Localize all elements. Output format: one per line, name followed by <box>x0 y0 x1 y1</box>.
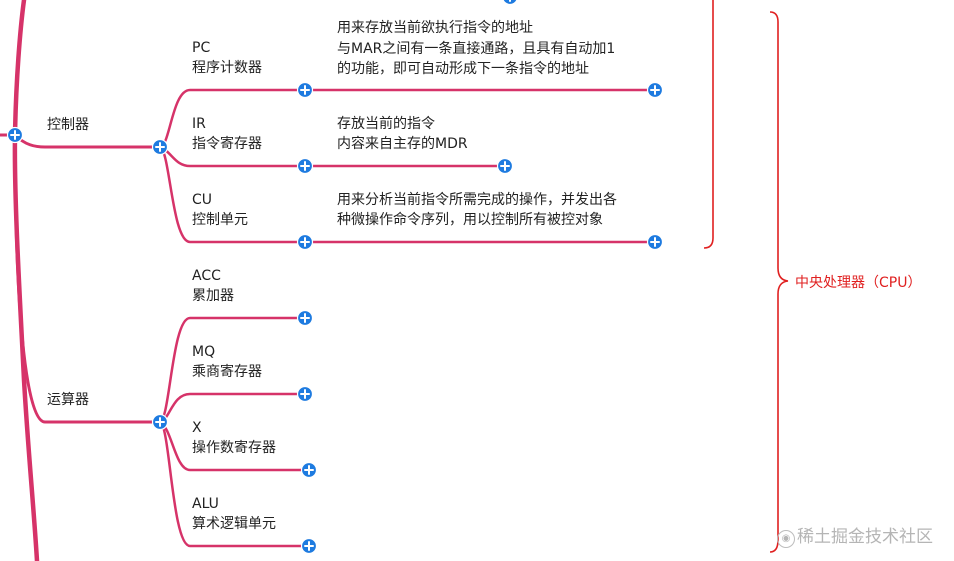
controller-expand-button[interactable] <box>151 138 169 156</box>
ir-name: 指令寄存器 <box>192 136 262 152</box>
plus-glyph <box>300 313 310 323</box>
cu-expand-button[interactable] <box>296 233 314 251</box>
watermark-text: 稀土掘金技术社区 <box>797 527 933 547</box>
branch-root-controller <box>13 133 162 149</box>
mq-abbr: MQ <box>192 344 216 360</box>
acc-expand-button[interactable] <box>296 309 314 327</box>
plus-glyph <box>304 541 314 551</box>
watermark: ◉稀土掘金技术社区 <box>777 522 933 548</box>
mq-expand-button[interactable] <box>296 385 314 403</box>
controller-label: 控制器 <box>47 117 89 133</box>
mq-name: 乘商寄存器 <box>192 364 262 380</box>
cpu-bracket-label: 中央处理器（CPU） <box>795 275 922 291</box>
branch-alu-mq <box>158 392 307 424</box>
x-abbr: X <box>192 420 202 436</box>
cu-abbr: CU <box>192 192 213 208</box>
plus-glyph <box>300 161 310 171</box>
offscreen-expand-button[interactable] <box>502 0 518 6</box>
plus-glyph <box>300 85 310 95</box>
plus-glyph <box>500 161 510 171</box>
ir-expand-button[interactable] <box>296 157 314 175</box>
cu-desc-line-2: 种微操作命令序列，用以控制所有被控对象 <box>337 212 603 228</box>
plus-glyph <box>304 465 314 475</box>
root-expand-button[interactable] <box>6 126 24 144</box>
cu-desc-line-1: 用来分析当前指令所需完成的操作，并发出各 <box>337 192 617 208</box>
pc-desc-line-2: 与MAR之间有一条直接通路，且具有自动加1 <box>337 41 616 57</box>
plus-glyph <box>155 142 165 152</box>
plus-glyph <box>10 130 20 140</box>
ir-desc-expand-button[interactable] <box>496 157 514 175</box>
pc-desc-expand-button[interactable] <box>646 81 664 99</box>
cu-name: 控制单元 <box>192 212 248 228</box>
bracket-controller <box>703 0 714 249</box>
ir-desc-line-2: 内容来自主存的MDR <box>337 136 468 152</box>
paw-icon: ◉ <box>777 530 795 548</box>
cu-desc-expand-button[interactable] <box>646 233 664 251</box>
plus-glyph <box>300 237 310 247</box>
pc-expand-button[interactable] <box>296 81 314 99</box>
plus-glyph <box>155 417 165 427</box>
plus-glyph <box>650 85 660 95</box>
bracket-cpu <box>769 11 789 553</box>
pc-name: 程序计数器 <box>192 60 262 76</box>
x-expand-button[interactable] <box>300 461 318 479</box>
pc-desc-line-1: 用来存放当前欲执行指令的地址 <box>337 20 533 36</box>
plus-glyph <box>650 237 660 247</box>
pc-desc-line-3: 的功能，即可自动形成下一条指令的地址 <box>337 61 589 77</box>
alu-abbr: ALU <box>192 496 219 512</box>
acc-abbr: ACC <box>192 268 221 284</box>
plus-circle-icon <box>502 0 518 6</box>
ir-abbr: IR <box>192 116 206 132</box>
alu-unit-expand-button[interactable] <box>151 413 169 431</box>
branch-root-alu <box>13 133 162 424</box>
x-name: 操作数寄存器 <box>192 440 276 456</box>
acc-name: 累加器 <box>192 288 234 304</box>
alu-expand-button[interactable] <box>300 537 318 555</box>
plus-glyph <box>300 389 310 399</box>
alu-unit-label: 运算器 <box>47 392 89 408</box>
pc-abbr: PC <box>192 40 211 56</box>
alu-name: 算术逻辑单元 <box>192 516 276 532</box>
ir-desc-line-1: 存放当前的指令 <box>337 116 435 132</box>
